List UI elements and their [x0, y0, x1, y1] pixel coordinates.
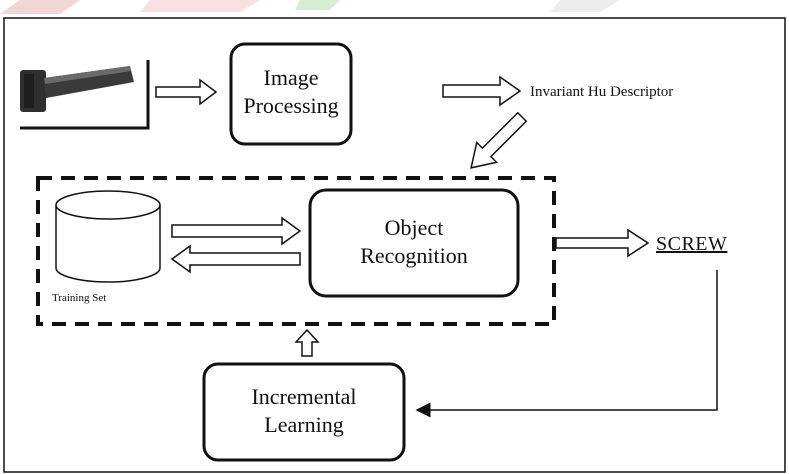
cylinder-database-icon [55, 190, 161, 283]
recognition-dashed-region [36, 176, 556, 326]
incremental-learning-line2: Learning [264, 411, 344, 437]
arrow-descriptor-to-recognition [470, 111, 528, 169]
arrow-image-to-processing [155, 78, 218, 106]
arrow-training-to-recognition [171, 216, 302, 246]
arrow-processing-to-descriptor [442, 75, 522, 107]
incremental-learning-line1: Incremental [251, 384, 357, 409]
object-recognition-box [308, 188, 520, 298]
incremental-learning-label: Incremental Learning [204, 383, 404, 438]
object-recognition-label: Object Recognition [310, 214, 518, 269]
image-processing-label: Image Processing [231, 64, 351, 119]
arrow-screw-to-learning [415, 270, 718, 418]
image-processing-line1: Image [263, 65, 319, 90]
image-processing-line2: Processing [243, 92, 339, 118]
arrow-recognition-to-screw [555, 228, 650, 258]
arrow-learning-to-recognition [294, 328, 320, 357]
screw-image [20, 60, 150, 130]
object-recognition-line2: Recognition [360, 242, 468, 268]
screw-output-label: SCREW [656, 233, 728, 255]
training-set-label: Training Set [52, 292, 107, 304]
arrow-recognition-to-training [170, 244, 301, 274]
top-watermark-decoration [0, 0, 789, 14]
invariant-hu-descriptor-label: Invariant Hu Descriptor [530, 84, 674, 100]
object-recognition-line1: Object [384, 215, 444, 240]
image-processing-box [229, 42, 353, 146]
incremental-learning-box [202, 362, 406, 462]
outer-frame [3, 17, 786, 473]
